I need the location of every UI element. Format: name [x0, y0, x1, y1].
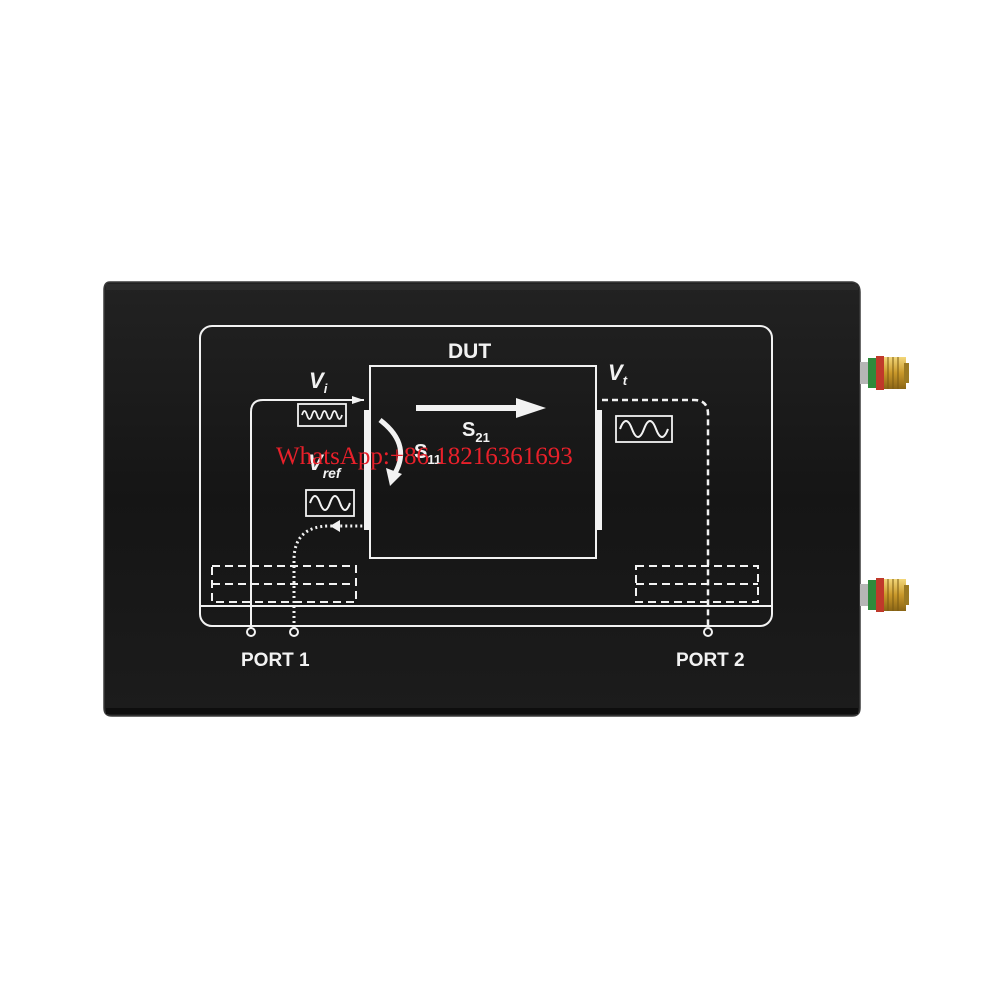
sma-connector-bottom[interactable] — [860, 578, 909, 612]
s11-label: S11 — [414, 441, 441, 467]
watermark-text: WhatsApp:+86 18216361693 — [276, 443, 573, 470]
port2-label: PORT 2 — [676, 650, 745, 671]
port1-terminal-b — [289, 627, 299, 637]
sma-connector-top[interactable] — [860, 356, 909, 390]
port1-reflected-line — [292, 524, 364, 628]
vt-waveform-box — [615, 415, 673, 443]
dut-label: DUT — [448, 340, 491, 363]
port2-terminal — [703, 627, 713, 637]
port1-incident-line — [250, 399, 364, 628]
outer-frame — [199, 325, 773, 627]
port2-transmitted-line — [602, 398, 710, 628]
port1-terminal-a — [246, 627, 256, 637]
vref-label: Vref — [308, 450, 342, 481]
printed-diagram — [199, 325, 773, 637]
vi-waveform-box — [297, 403, 347, 427]
vref-waveform-box — [305, 489, 355, 517]
port1-label: PORT 1 — [241, 650, 310, 671]
vt-label: Vt — [608, 360, 628, 388]
vi-label: Vi — [309, 368, 328, 396]
printed-labels: DUT Vi Vt Vref S21 S11 PORT 1 PORT 2 — [241, 340, 745, 671]
s21-label: S21 — [462, 419, 490, 445]
